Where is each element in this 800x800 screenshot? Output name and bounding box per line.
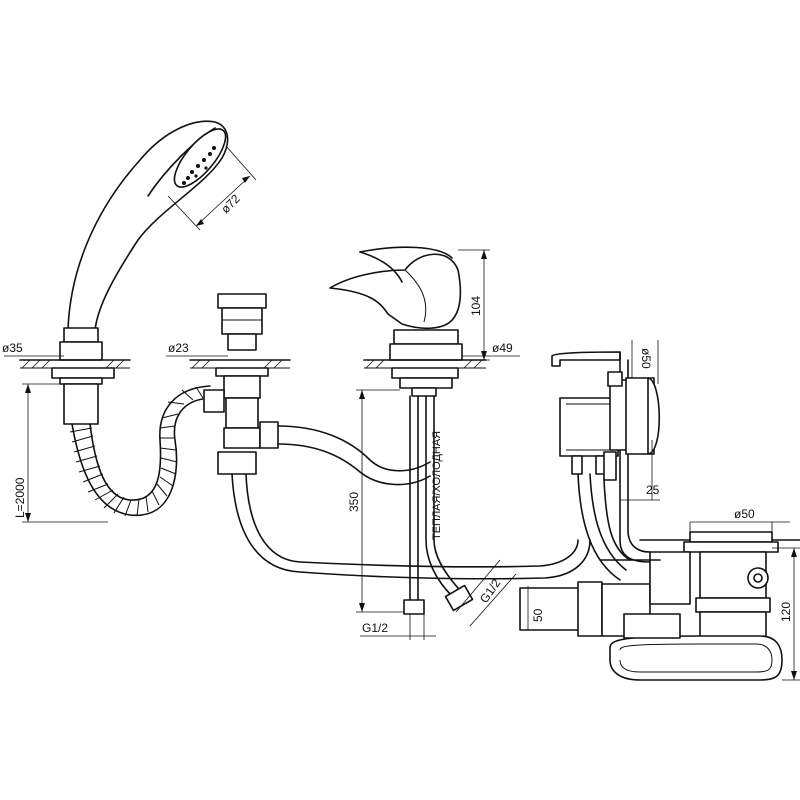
mixer-body: 104 ø49 350 ТЕПЛАЯ/ХОЛОДНАЯ G1/2 G1/2 xyxy=(329,246,520,640)
label-h25: 25 xyxy=(646,483,660,497)
label-h120: 120 xyxy=(779,602,793,622)
label-h50: 50 xyxy=(531,608,545,622)
label-hose-type: ТЕПЛАЯ/ХОЛОДНАЯ xyxy=(431,431,443,540)
label-h104: 104 xyxy=(469,296,483,316)
waste-drain-assembly: ø50 50 120 xyxy=(519,507,800,681)
label-d23: ø23 xyxy=(168,341,189,355)
label-d35: ø35 xyxy=(2,341,23,355)
label-length: L=2000 xyxy=(13,477,27,518)
label-thread-left: G1/2 xyxy=(362,621,388,635)
label-d49: ø49 xyxy=(492,341,513,355)
label-d72: ø72 xyxy=(218,191,243,216)
label-h350: 350 xyxy=(347,492,361,512)
shower-deck-fitting: ø35 xyxy=(2,341,131,425)
label-d50-top: ø50 xyxy=(639,348,653,369)
shower-hose: L=2000 xyxy=(13,383,211,523)
supply-hose-to-spout xyxy=(231,425,591,580)
label-thread-right: G1/2 xyxy=(477,576,504,606)
bath-overflow-assembly: ø50 25 xyxy=(551,340,661,581)
diverter-unit: ø23 xyxy=(166,293,291,475)
label-d50-right: ø50 xyxy=(734,507,755,521)
